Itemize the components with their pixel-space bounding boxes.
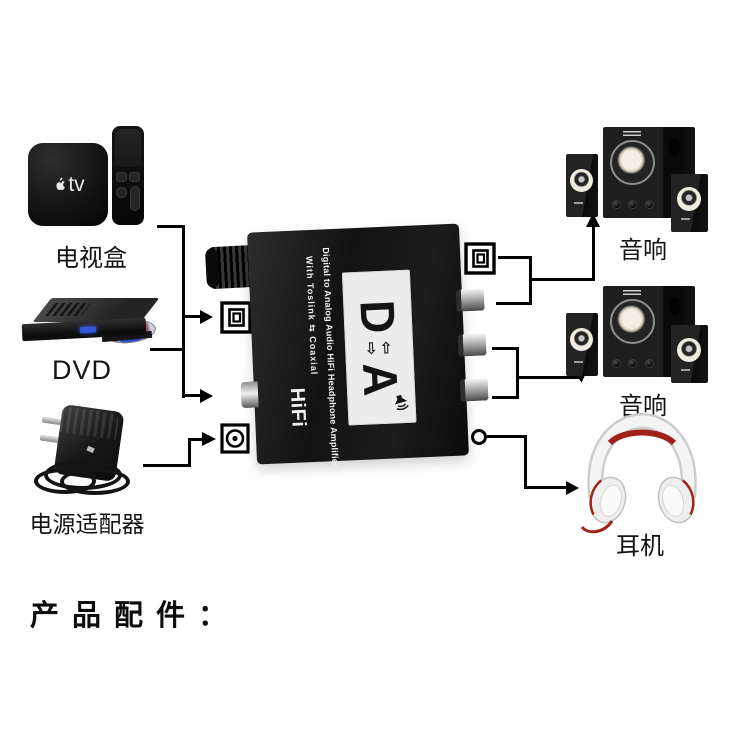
connector-line-speaker1-h [529,278,595,281]
headphone-cable [580,520,614,534]
headphone-earcup-right [657,476,695,524]
page-title: 产品配件： [30,600,241,632]
connector-line-headphone-h1 [487,435,527,438]
satellite-driver [570,328,593,351]
connector-line-coax-in [182,394,202,397]
satellite-speaker-right [671,325,708,383]
subwoofer-knob-3 [645,200,654,209]
rca-output-jack-3 [459,378,489,402]
speakers-top-label: 音响 [619,237,667,264]
connector-line-speaker2 [516,376,582,379]
satellite-logo [681,218,690,220]
satellite-speaker-left [566,313,598,376]
dac-hifi-label: HiFi [285,387,310,428]
satellite-speaker-left [566,154,598,217]
connector-line-toslink-in [182,315,202,318]
satellite-logo [574,202,583,204]
dac-logo-arrows: ⇦ ⇨ [361,340,397,356]
satellite-driver [677,187,701,211]
headphones-label: 耳机 [616,533,664,560]
subwoofer-driver [610,140,655,185]
tv-box-device: tv [28,143,108,226]
tv-box-label: 电视盒 [55,245,127,272]
dac-logo-a-text: A [352,361,409,397]
remote-volume-button [130,186,140,211]
arrowhead-coax-in [200,389,213,403]
dac-logo-plate: D ⇦ ⇨ A [341,269,417,426]
connector-line-dvd [150,348,185,351]
connector-line-headphone-h2 [524,486,570,489]
rca-output-jack-1 [455,288,485,312]
psu-cable-coil [34,468,96,494]
volume-knob-cap [205,248,221,288]
dvd-vents [45,303,92,316]
tv-box-logo-text: tv [68,172,85,196]
tv-box-logo: tv [51,172,85,197]
subwoofer-logo [623,290,641,295]
arrowhead-power-in [202,432,216,446]
remote-screen-button [129,172,140,182]
power-adapter-label: 电源适配器 [29,511,145,537]
dvd-display [79,326,97,334]
subwoofer-logo [623,131,641,136]
subwoofer-knob-1 [612,359,621,368]
connector-line-rca1 [496,302,532,305]
dvd-label: DVD [51,355,112,385]
subwoofer-driver [610,299,655,344]
satellite-driver [677,338,701,362]
subwoofer-knob-3 [645,359,654,368]
toslink-input-icon [220,301,252,334]
arrowhead-toslink-in [200,310,213,324]
satellite-driver [570,169,593,192]
remote-touchpad [115,129,141,167]
power-input-icon [220,423,250,454]
connector-line-speaker1-v [592,226,595,281]
subwoofer-port [669,297,680,315]
arrowhead-headphone [566,481,579,495]
apple-icon [56,177,66,190]
apple-remote [112,126,144,225]
speaker-wave-icon [394,394,409,410]
connector-line-rca3 [492,396,519,399]
headphone-earcup-left [589,476,627,524]
dac-logo: D ⇦ ⇨ A [344,271,414,424]
dac-logo-arrow-right-icon: ⇨ [361,340,382,356]
connector-line-tvbox [157,225,185,228]
rca-output-jack-2 [457,333,487,357]
remote-mic-button [116,187,127,198]
dac-brand-line2: With Toslink ⇆ Coaxial [304,255,320,376]
headphones-device [580,412,697,534]
dac-logo-d: D [349,298,406,335]
coaxial-input-jack [240,381,259,409]
dac-converter-device: Digital to Analog Audio HiFi Headphone A… [240,223,489,468]
satellite-logo [574,361,583,363]
connector-line-rca2 [492,347,519,350]
dac-brand-line1: Digital to Analog Audio HiFi Headphone A… [320,247,341,468]
remote-menu-button [116,172,127,182]
satellite-logo [681,369,690,371]
dac-logo-a: A [352,361,409,410]
power-adapter-device [30,402,160,507]
subwoofer-knob-1 [612,200,621,209]
connector-line-headphone-v [524,435,527,489]
toslink-output-icon [464,242,496,275]
satellite-speaker-right [671,174,708,232]
headphone-jack-icon [471,429,487,445]
speaker-set-middle: 音响 [540,284,720,420]
subwoofer-port [669,138,680,156]
dvd-player-device [21,292,160,356]
speaker-set-top: 音响 [540,125,720,264]
connector-line-power-in [188,438,204,441]
connector-bracket-bottom [516,347,519,399]
connector-line-power-v [188,439,191,467]
subwoofer-knob-2 [628,359,637,368]
connector-line-toslink-out [498,256,532,259]
connector-trunk-left [182,225,185,398]
subwoofer-knob-2 [628,200,637,209]
connector-line-power-h [143,464,191,467]
